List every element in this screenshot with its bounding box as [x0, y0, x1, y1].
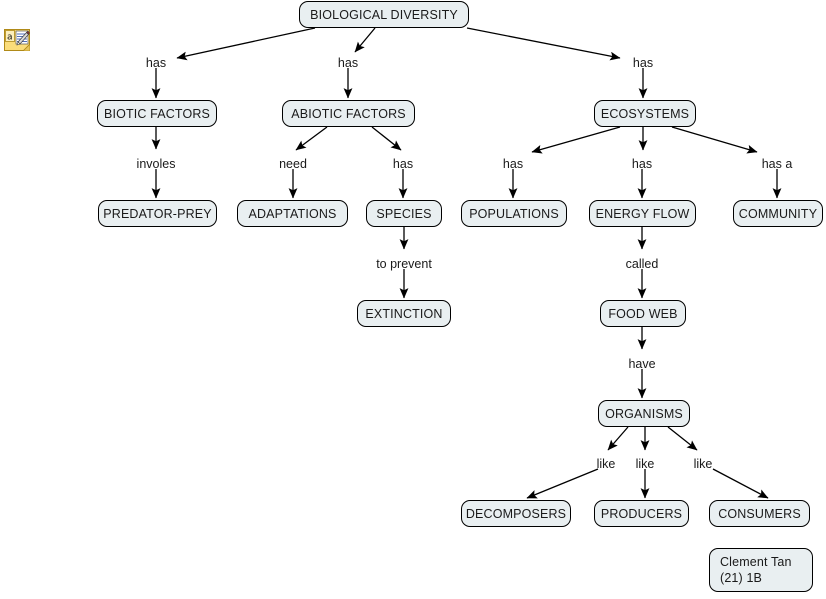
- concept-node-organisms[interactable]: ORGANISMS: [598, 400, 690, 427]
- concept-node-adaptations[interactable]: ADAPTATIONS: [237, 200, 348, 227]
- link-phrase-like-consumers[interactable]: like: [693, 457, 713, 471]
- edge-abiotic-to-has-sp: [371, 126, 402, 151]
- concept-node-label: POPULATIONS: [469, 206, 559, 221]
- edge-like-con-to-node: [712, 468, 769, 499]
- edge-eco-to-has-a-com: [671, 126, 758, 154]
- concept-node-decomposers[interactable]: DECOMPOSERS: [461, 500, 571, 527]
- concept-node-abiotic-factors[interactable]: ABIOTIC FACTORS: [282, 100, 415, 127]
- concept-node-label: BIOTIC FACTORS: [103, 106, 211, 121]
- edge-bd-to-has-biotic: [176, 27, 316, 61]
- concept-node-label: PREDATOR-PREY: [103, 206, 212, 221]
- concept-node-label: ABIOTIC FACTORS: [291, 106, 406, 121]
- svg-text:a: a: [7, 33, 13, 43]
- link-phrase-have[interactable]: have: [628, 357, 656, 371]
- link-phrase-has-species[interactable]: has: [392, 157, 414, 171]
- concept-node-extinction[interactable]: EXTINCTION: [357, 300, 451, 327]
- annotation-note-icon-glyph: a: [4, 29, 31, 52]
- concept-node-predator-prey[interactable]: PREDATOR-PREY: [98, 200, 217, 227]
- concept-node-label: SPECIES: [376, 206, 432, 221]
- concept-node-label: PRODUCERS: [600, 506, 683, 521]
- link-phrase-has-ecosystems[interactable]: has: [632, 56, 654, 70]
- edge-bd-to-has-ecosystems: [466, 27, 621, 61]
- concept-node-label: EXTINCTION: [365, 306, 443, 321]
- concept-node-populations[interactable]: POPULATIONS: [461, 200, 567, 227]
- concept-node-label: ADAPTATIONS: [248, 206, 337, 221]
- concept-node-label: ORGANISMS: [605, 406, 683, 421]
- author-name-box[interactable]: Clement Tan (21) 1B: [709, 548, 813, 592]
- edge-like-dec-to-node: [526, 468, 599, 499]
- concept-node-species[interactable]: SPECIES: [366, 200, 442, 227]
- link-phrase-has-abiotic[interactable]: has: [337, 56, 359, 70]
- author-name: Clement Tan: [720, 555, 792, 569]
- author-class: (21) 1B: [720, 571, 763, 585]
- concept-node-label: DECOMPOSERS: [465, 506, 567, 521]
- concept-node-ecosystems[interactable]: ECOSYSTEMS: [594, 100, 696, 127]
- concept-node-producers[interactable]: PRODUCERS: [594, 500, 689, 527]
- link-phrase-like-producers[interactable]: like: [635, 457, 655, 471]
- edge-group: [151, 27, 782, 499]
- concept-node-label: COMMUNITY: [738, 206, 818, 221]
- link-phrase-has-biotic[interactable]: has: [145, 56, 167, 70]
- concept-node-label: CONSUMERS: [718, 506, 801, 521]
- link-phrase-like-decomposers[interactable]: like: [596, 457, 616, 471]
- edge-org-to-like-con: [667, 426, 698, 451]
- link-phrase-called[interactable]: called: [625, 257, 659, 271]
- concept-node-biotic-factors[interactable]: BIOTIC FACTORS: [97, 100, 217, 127]
- concept-node-label: ECOSYSTEMS: [600, 106, 690, 121]
- edge-bd-to-has-abiotic: [354, 27, 376, 53]
- link-phrase-to-prevent[interactable]: to prevent: [376, 257, 432, 271]
- link-phrase-has-energyflow[interactable]: has: [631, 157, 653, 171]
- concept-node-food-web[interactable]: FOOD WEB: [600, 300, 686, 327]
- concept-node-consumers[interactable]: CONSUMERS: [709, 500, 810, 527]
- link-phrase-involes[interactable]: involes: [136, 157, 176, 171]
- concept-node-community[interactable]: COMMUNITY: [733, 200, 823, 227]
- link-phrase-has-populations[interactable]: has: [502, 157, 524, 171]
- edge-eco-to-has-pop: [531, 126, 621, 154]
- concept-node-biological-diversity[interactable]: BIOLOGICAL DIVERSITY: [299, 1, 469, 28]
- edge-org-to-like-dec: [607, 426, 629, 451]
- link-phrase-has-a-community[interactable]: has a: [761, 157, 793, 171]
- concept-node-energy-flow[interactable]: ENERGY FLOW: [589, 200, 696, 227]
- edge-abiotic-to-need: [295, 126, 328, 151]
- concept-node-label: FOOD WEB: [608, 306, 678, 321]
- annotation-note-icon[interactable]: a: [4, 29, 31, 52]
- concept-node-label: BIOLOGICAL DIVERSITY: [310, 7, 458, 22]
- link-phrase-need[interactable]: need: [279, 157, 307, 171]
- concept-node-label: ENERGY FLOW: [595, 206, 690, 221]
